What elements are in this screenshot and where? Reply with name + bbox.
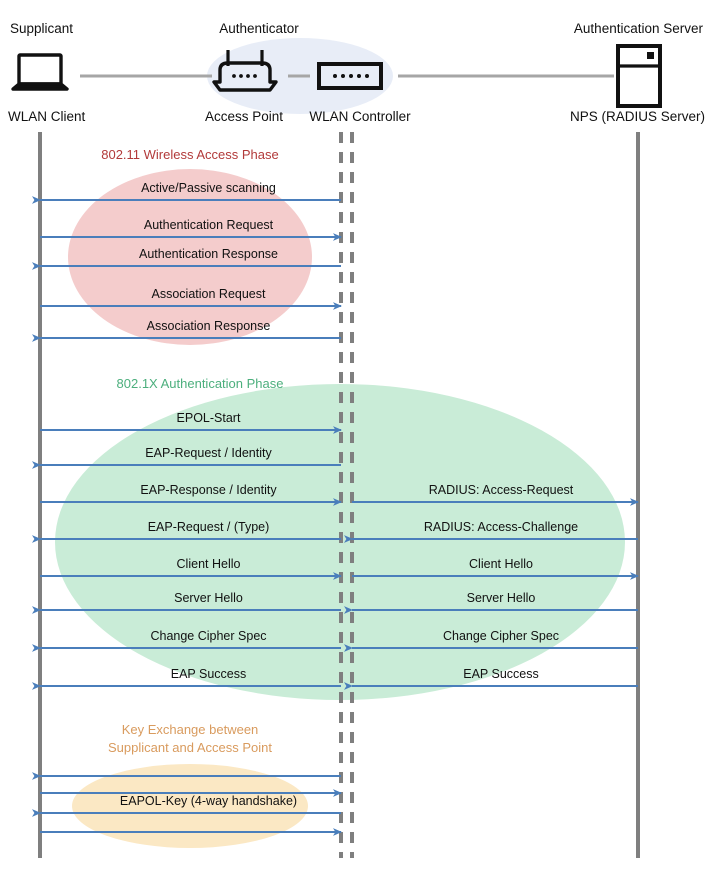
message-left-active-passive-scanning-0-label: Active/Passive scanning — [141, 181, 276, 195]
phase-label-key-exchange-line2: Supplicant and Access Point — [108, 740, 272, 755]
message-left-client-hello-9-label: Client Hello — [177, 557, 241, 571]
message-left-eap-success-12-label: EAP Success — [171, 667, 247, 681]
wireless-access-point-icon — [212, 50, 278, 92]
network-switch-icon — [317, 62, 383, 90]
message-left-eap-request-identity-6-label: EAP-Request / Identity — [145, 446, 272, 460]
phase-label-80211: 802.11 Wireless Access Phase — [101, 147, 279, 162]
message-left-eap-response-identity-7-label: EAP-Response / Identity — [140, 483, 277, 497]
phase-label-8021x: 802.1X Authentication Phase — [117, 376, 284, 391]
message-right-change-cipher-spec-4-label: Change Cipher Spec — [443, 629, 559, 643]
device-label-nps-radius-server: NPS (RADIUS Server) — [570, 109, 705, 124]
message-left-authentication-request-1-label: Authentication Request — [144, 218, 274, 232]
message-right-eap-success-5-label: EAP Success — [463, 667, 539, 681]
role-title-supplicant: Supplicant — [10, 21, 73, 36]
role-title-auth-server: Authentication Server — [574, 21, 704, 36]
message-left-association-request-3-label: Association Request — [152, 287, 266, 301]
server-rack-icon — [616, 44, 662, 108]
message-left-authentication-response-2-label: Authentication Response — [139, 247, 278, 261]
role-title-authenticator: Authenticator — [219, 21, 299, 36]
phase-label-key-exchange-line1: Key Exchange between — [122, 722, 259, 737]
device-label-wlan-client: WLAN Client — [8, 109, 86, 124]
laptop-icon — [11, 53, 69, 91]
message-left-change-cipher-spec-11-label: Change Cipher Spec — [150, 629, 266, 643]
device-label-wlan-controller: WLAN Controller — [309, 109, 411, 124]
message-left-epol-start-5-label: EPOL-Start — [177, 411, 241, 425]
message-right-radius-access-challenge-1-label: RADIUS: Access-Challenge — [424, 520, 578, 534]
message-left-server-hello-10-label: Server Hello — [174, 591, 243, 605]
message-right-client-hello-2-label: Client Hello — [469, 557, 533, 571]
phase-ellipse-80211 — [68, 169, 312, 345]
message-left-eap-request-type-8-label: EAP-Request / (Type) — [148, 520, 270, 534]
message-arrow-layer — [32, 196, 639, 836]
message-right-server-hello-3-label: Server Hello — [467, 591, 536, 605]
phase-ellipse-key-exchange — [72, 764, 308, 848]
message-left-eapol-key-4-way-handshake-15-label: EAPOL-Key (4-way handshake) — [120, 794, 297, 808]
message-left-association-response-4-label: Association Response — [147, 319, 271, 333]
message-right-radius-access-request-0-label: RADIUS: Access-Request — [429, 483, 574, 497]
device-label-access-point: Access Point — [205, 109, 283, 124]
